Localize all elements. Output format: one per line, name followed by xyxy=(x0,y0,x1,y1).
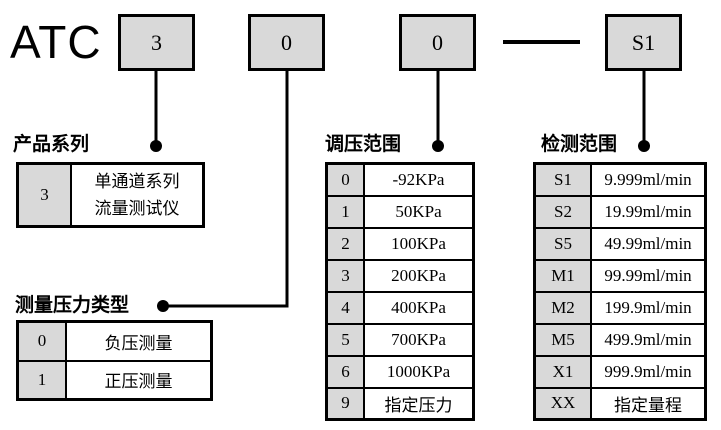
desc-cell: 指定压力 xyxy=(363,386,475,421)
product-series-table: 3 单通道系列 流量测试仪 xyxy=(16,162,205,228)
code-cell: S5 xyxy=(533,226,592,261)
table-row: S5 49.99ml/min xyxy=(533,226,707,261)
code-cell: 5 xyxy=(325,322,365,357)
desc-cell: 49.99ml/min xyxy=(590,226,707,261)
model-box-detection: S1 xyxy=(605,14,682,71)
series-code-cell: 3 xyxy=(16,162,72,228)
desc-cell: 499.9ml/min xyxy=(590,322,707,357)
code-cell: X1 xyxy=(533,354,592,389)
desc-cell: 负压测量 xyxy=(65,320,213,362)
desc-cell: 400KPa xyxy=(363,290,475,325)
desc-cell: 199.9ml/min xyxy=(590,290,707,325)
table-row: M5 499.9ml/min xyxy=(533,322,707,357)
desc-cell: 200KPa xyxy=(363,258,475,293)
desc-cell: 999.9ml/min xyxy=(590,354,707,389)
table-row: 1 50KPa xyxy=(325,194,475,229)
desc-cell: 9.999ml/min xyxy=(590,162,707,197)
code-cell: 9 xyxy=(325,386,365,421)
connector-series-dot xyxy=(150,140,162,152)
desc-cell: 50KPa xyxy=(363,194,475,229)
desc-cell: 指定量程 xyxy=(590,386,707,421)
connector-regulation-dot xyxy=(432,140,444,152)
code-cell: 1 xyxy=(325,194,365,229)
brand-label: ATC xyxy=(10,16,102,68)
desc-cell: 700KPa xyxy=(363,322,475,357)
code-cell: 0 xyxy=(325,162,365,197)
table-row: S1 9.999ml/min xyxy=(533,162,707,197)
table-row: 3 200KPa xyxy=(325,258,475,293)
code-cell: S1 xyxy=(533,162,592,197)
table-row: 2 100KPa xyxy=(325,226,475,261)
table-row: S2 19.99ml/min xyxy=(533,194,707,229)
table-row: 6 1000KPa xyxy=(325,354,475,389)
table-row: 5 700KPa xyxy=(325,322,475,357)
table-row: M1 99.99ml/min xyxy=(533,258,707,293)
code-cell: M2 xyxy=(533,290,592,325)
code-cell: 3 xyxy=(325,258,365,293)
table-row: 0 -92KPa xyxy=(325,162,475,197)
model-box-pressure-type: 0 xyxy=(248,14,325,71)
table-row: XX 指定量程 xyxy=(533,386,707,421)
series-desc-cell: 单通道系列 流量测试仪 xyxy=(70,162,205,228)
pressure-type-title: 测量压力类型 xyxy=(15,295,130,316)
table-row: 0 负压测量 xyxy=(16,320,213,362)
table-row: M2 199.9ml/min xyxy=(533,290,707,325)
table-row: X1 999.9ml/min xyxy=(533,354,707,389)
table-row: 3 单通道系列 流量测试仪 xyxy=(16,162,205,228)
detection-range-title: 检测范围 xyxy=(541,134,618,155)
desc-cell: 正压测量 xyxy=(65,359,213,401)
table-row: 9 指定压力 xyxy=(325,386,475,421)
code-cell: XX xyxy=(533,386,592,421)
desc-cell: 1000KPa xyxy=(363,354,475,389)
desc-cell: -92KPa xyxy=(363,162,475,197)
code-cell: 0 xyxy=(16,320,67,362)
desc-cell: 99.99ml/min xyxy=(590,258,707,293)
table-row: 1 正压测量 xyxy=(16,359,213,401)
desc-cell: 19.99ml/min xyxy=(590,194,707,229)
connector-detection-dot xyxy=(638,140,650,152)
connector-pressure-type-dot xyxy=(157,300,169,312)
code-cell: M1 xyxy=(533,258,592,293)
detection-range-table: S1 9.999ml/min S2 19.99ml/min S5 49.99ml… xyxy=(533,162,707,421)
product-series-title: 产品系列 xyxy=(13,134,90,155)
regulation-range-title: 调压范围 xyxy=(325,134,402,155)
code-cell: 1 xyxy=(16,359,67,401)
code-cell: 2 xyxy=(325,226,365,261)
code-cell: 4 xyxy=(325,290,365,325)
model-box-regulation: 0 xyxy=(399,14,476,71)
code-cell: S2 xyxy=(533,194,592,229)
desc-cell: 100KPa xyxy=(363,226,475,261)
table-row: 4 400KPa xyxy=(325,290,475,325)
model-box-series: 3 xyxy=(118,14,195,71)
code-cell: M5 xyxy=(533,322,592,357)
regulation-range-table: 0 -92KPa 1 50KPa 2 100KPa 3 200KPa 4 400… xyxy=(325,162,475,421)
code-cell: 6 xyxy=(325,354,365,389)
pressure-type-table: 0 负压测量 1 正压测量 xyxy=(16,320,213,401)
